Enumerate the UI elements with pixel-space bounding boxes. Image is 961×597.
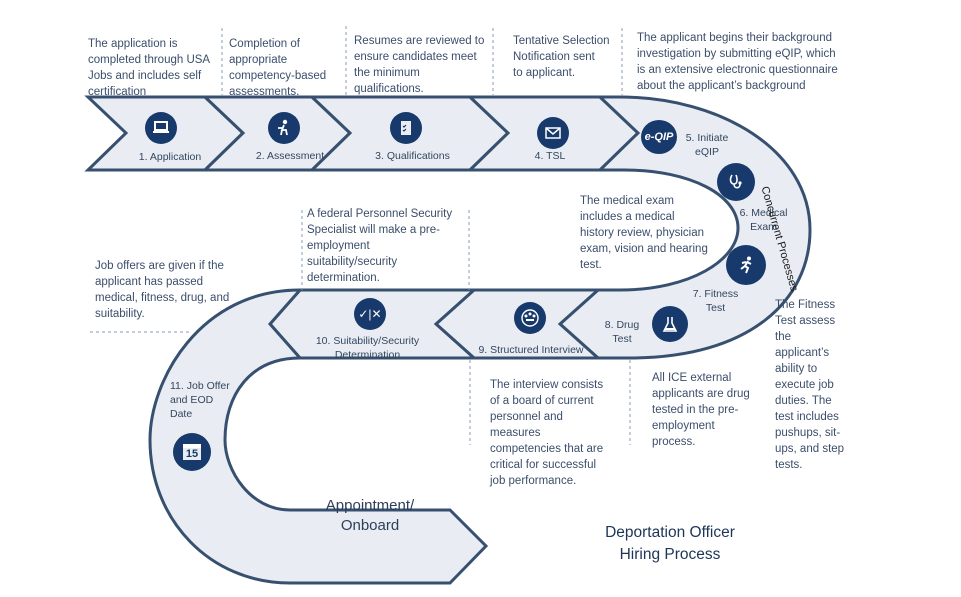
step-1-description: The application is completed through USA… (88, 38, 211, 98)
clipboard-checklist-icon (390, 112, 422, 144)
stethoscope-icon (717, 163, 755, 201)
step-7-label: 7. Fitness Test (692, 288, 739, 314)
calendar-day: 15 (182, 444, 202, 460)
step-7-description: The Fitness Test assess the applicant’s … (775, 299, 845, 471)
step-10-label: 10. Suitability/Security Determination (315, 335, 420, 361)
step-9-description: The interview consists of a board of cur… (490, 379, 604, 487)
step-3-label: 3. Qualifications (375, 150, 450, 162)
step-2-description: Completion of appropriate competency-bas… (229, 38, 327, 98)
person-at-desk-icon (268, 112, 300, 144)
laptop-icon (145, 112, 177, 144)
step-6-description: The medical exam includes a medical hist… (580, 195, 708, 271)
step-6-label: 6. Medical Exam (739, 207, 788, 233)
step-8-label: 8. Drug Test (604, 319, 640, 345)
flask-icon (652, 306, 688, 342)
step-5-label: 5. Initiate eQIP (685, 132, 729, 158)
eqip-icon: e-QIP (641, 120, 677, 154)
curve-band-left (148, 288, 489, 585)
step-9-label: 9. Structured Interview (478, 344, 584, 356)
step-8-description: All ICE external applicants are drug tes… (652, 372, 750, 448)
step-1-label: 1. Application (138, 151, 202, 163)
curve-band-right (557, 95, 812, 360)
runner-icon (726, 245, 766, 285)
interview-panel-icon (514, 302, 546, 334)
step-11-label: 11. Job Offer and EOD Date (170, 380, 230, 420)
step-11-description: Job offers are given if the applicant ha… (95, 260, 230, 320)
diagram-title: Deportation Officer Hiring Process (605, 524, 735, 563)
step-5-description: The applicant begins their background in… (637, 32, 838, 92)
step-4-label: 4. TSL (534, 150, 566, 162)
calendar-icon: 15 (173, 433, 211, 471)
step-4-description: Tentative Selection Notification sent to… (513, 35, 610, 79)
step-2-label: 2. Assessment (255, 150, 325, 162)
step-3-description: Resumes are reviewed to ensure candidate… (354, 35, 485, 95)
envelope-icon (537, 117, 569, 149)
check-x-icon: ✓|✕ (354, 298, 386, 330)
final-step-label: Appointment/ Onboard (325, 497, 415, 534)
step-10-description: A federal Personnel Security Specialist … (307, 208, 453, 284)
